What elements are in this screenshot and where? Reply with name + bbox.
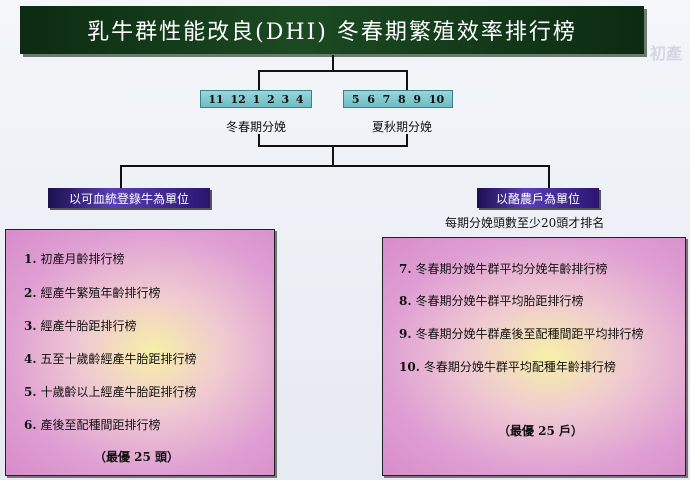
list-item: 7.冬春期分娩牛群平均分娩年齡排行榜 [399,262,608,276]
left-ranking-panel: 1.初產月齡排行榜 2.經產牛繁殖年齡排行榜 3.經產牛胎距排行榜 4.五至十歲… [5,229,275,476]
right-unit-label: 以酪農戶為單位 [477,188,599,208]
connector-line [332,55,334,70]
summer-autumn-months: 5 6 7 8 9 10 [343,90,453,108]
month-label: 3 [281,92,290,106]
connector-line [258,70,260,90]
connector-line [120,165,550,167]
right-panel-footer: （最優 25 戶） [498,424,584,438]
connector-line [548,165,550,188]
list-item: 8.冬春期分娩牛群平均胎距排行榜 [399,294,584,308]
list-item: 6.產後至配種間距排行榜 [24,418,161,432]
month-label: 6 [367,92,375,106]
connector-line [332,146,334,166]
month-label: 9 [413,92,422,106]
connector-line [406,70,408,90]
background-ghost-text: 初產 [650,44,683,63]
month-label: 1 [252,92,261,106]
list-item: 9.冬春期分娩牛群產後至配種間距平均排行榜 [399,327,644,341]
page-title: 乳牛群性能改良(DHI) 冬春期繁殖效率排行榜 [20,6,644,54]
month-label: 8 [398,92,406,106]
connector-line [258,70,408,72]
connector-line [120,165,122,188]
left-unit-label: 以可血統登錄牛為單位 [48,188,210,208]
summer-autumn-label: 夏秋期分娩 [372,120,433,134]
month-label: 5 [351,92,360,106]
list-item: 4.五至十歲齡經產牛胎距排行榜 [24,352,197,366]
month-label: 11 [208,92,224,106]
connector-line [258,134,260,146]
right-ranking-panel: 7.冬春期分娩牛群平均分娩年齡排行榜 8.冬春期分娩牛群平均胎距排行榜 9.冬春… [382,237,686,476]
list-item: 10.冬春期分娩牛群平均配種年齡排行榜 [399,360,616,374]
list-item: 5.十歲齡以上經產牛胎距排行榜 [24,385,197,399]
winter-spring-months: 11 12 1 2 3 4 [200,90,312,108]
month-label: 10 [428,92,445,106]
list-item: 2.經產牛繁殖年齡排行榜 [24,286,161,300]
left-panel-footer: （最優 25 頭） [94,450,180,464]
month-label: 7 [382,92,391,106]
list-item: 1.初產月齡排行榜 [24,252,125,266]
list-item: 3.經產牛胎距排行榜 [24,319,137,333]
month-label: 12 [230,92,246,106]
connector-line [406,134,408,146]
winter-spring-label: 冬春期分娩 [226,120,287,134]
ranking-condition-note: 每期分娩頭數至少20頭才排名 [445,216,605,230]
month-label: 2 [267,92,275,106]
month-label: 4 [295,92,304,106]
